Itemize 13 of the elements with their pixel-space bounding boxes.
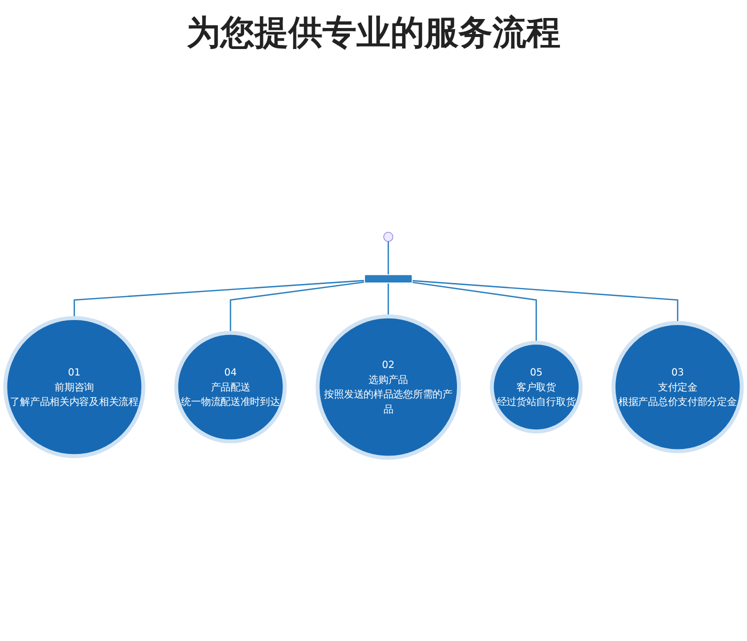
diagram-title: 为您提供专业的服务流程 bbox=[186, 12, 560, 55]
connector-line bbox=[412, 280, 678, 323]
step-circle: 04 产品配送 统一物流配送准时到达 bbox=[174, 330, 287, 444]
connector-line bbox=[412, 282, 537, 343]
step-circle: 03 支付定金 根据产品总价支付部分定金 bbox=[612, 321, 744, 454]
connector-line bbox=[388, 284, 389, 316]
bus-bar bbox=[364, 275, 412, 283]
connector-line bbox=[74, 280, 364, 318]
connector-line bbox=[230, 282, 364, 333]
step-circle: 02 选购产品 按照发送的样品选您所需的产品 bbox=[316, 314, 461, 460]
connector-line bbox=[388, 241, 389, 274]
step-circle: 05 客户取货 经过货站自行取货 bbox=[490, 340, 583, 434]
step-circle: 01 前期咨询 了解产品相关内容及相关流程 bbox=[3, 316, 146, 458]
